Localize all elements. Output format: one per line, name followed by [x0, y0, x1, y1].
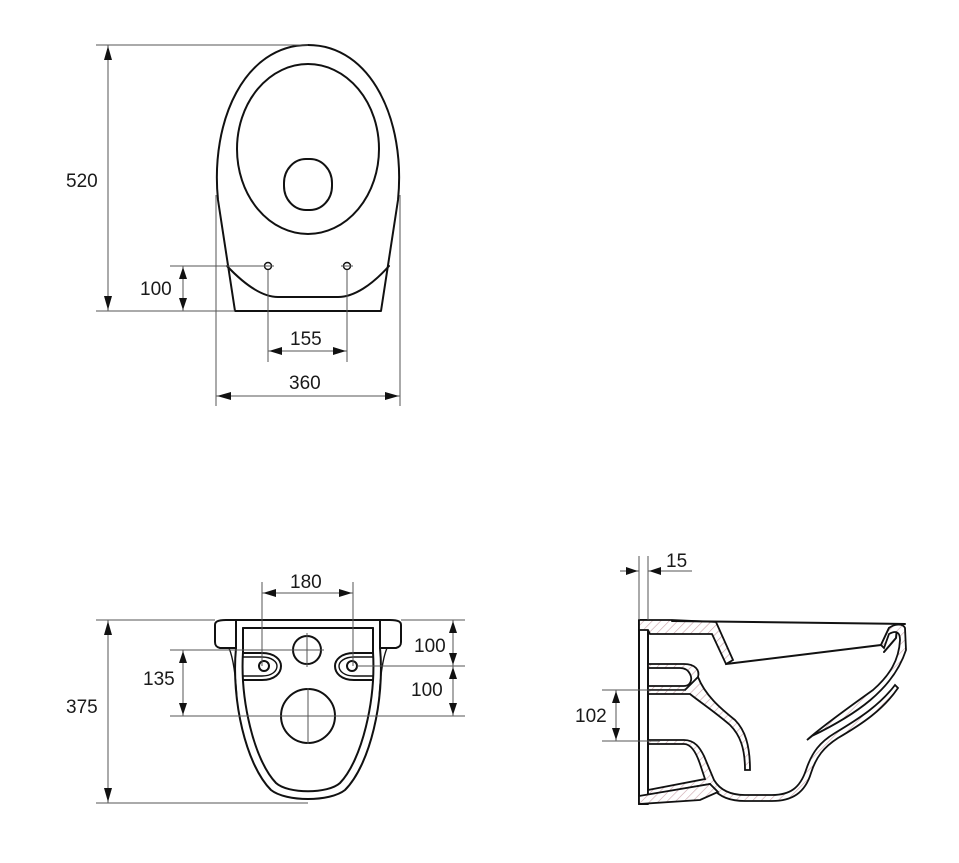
dim-label-135: 135	[143, 669, 175, 690]
dim-label-100-upper: 100	[414, 636, 446, 657]
rear-view: 180 375 135	[66, 572, 465, 804]
dimension-375: 375	[66, 619, 308, 804]
top-view: 520 100 155 360	[66, 44, 401, 406]
dimension-15: 15	[620, 551, 692, 620]
wall-mount-plate	[638, 619, 649, 805]
dim-label-375: 375	[66, 697, 98, 718]
dimension-102: 102	[575, 689, 685, 742]
bolt-slot-right	[334, 652, 374, 681]
dimension-360: 360	[215, 195, 401, 406]
dim-label-102: 102	[575, 706, 607, 727]
dimension-520: 520	[66, 44, 308, 312]
top-rim-section	[638, 619, 735, 666]
dimension-100-right-stack: 100 100	[336, 619, 465, 717]
bowl-inner-rim	[236, 63, 380, 235]
rear-inner-outline	[241, 627, 375, 793]
inlet-channel	[647, 663, 700, 691]
dim-label-15: 15	[666, 551, 687, 572]
drain-hole	[283, 158, 333, 211]
dim-label-360: 360	[289, 373, 321, 394]
dimension-135: 135	[143, 649, 290, 717]
dim-label-180: 180	[290, 572, 322, 593]
rear-flange	[214, 619, 237, 649]
front-rim	[806, 623, 907, 741]
rear-outer-outline	[234, 619, 382, 800]
side-view: 15 102	[575, 551, 907, 805]
trap-wall	[647, 675, 751, 771]
bolt-slot-left	[242, 652, 282, 681]
dim-label-155: 155	[290, 329, 322, 350]
dim-label-100-lower: 100	[411, 680, 443, 701]
dim-label-520: 520	[66, 171, 98, 192]
dimension-180: 180	[261, 572, 354, 666]
back-curve	[226, 265, 390, 298]
dimension-155: 155	[267, 270, 348, 362]
bottom-section	[638, 783, 720, 805]
bowl-outer-outline	[215, 44, 401, 312]
dimension-100-top: 100	[140, 265, 262, 311]
dim-label-100-top: 100	[140, 279, 172, 300]
